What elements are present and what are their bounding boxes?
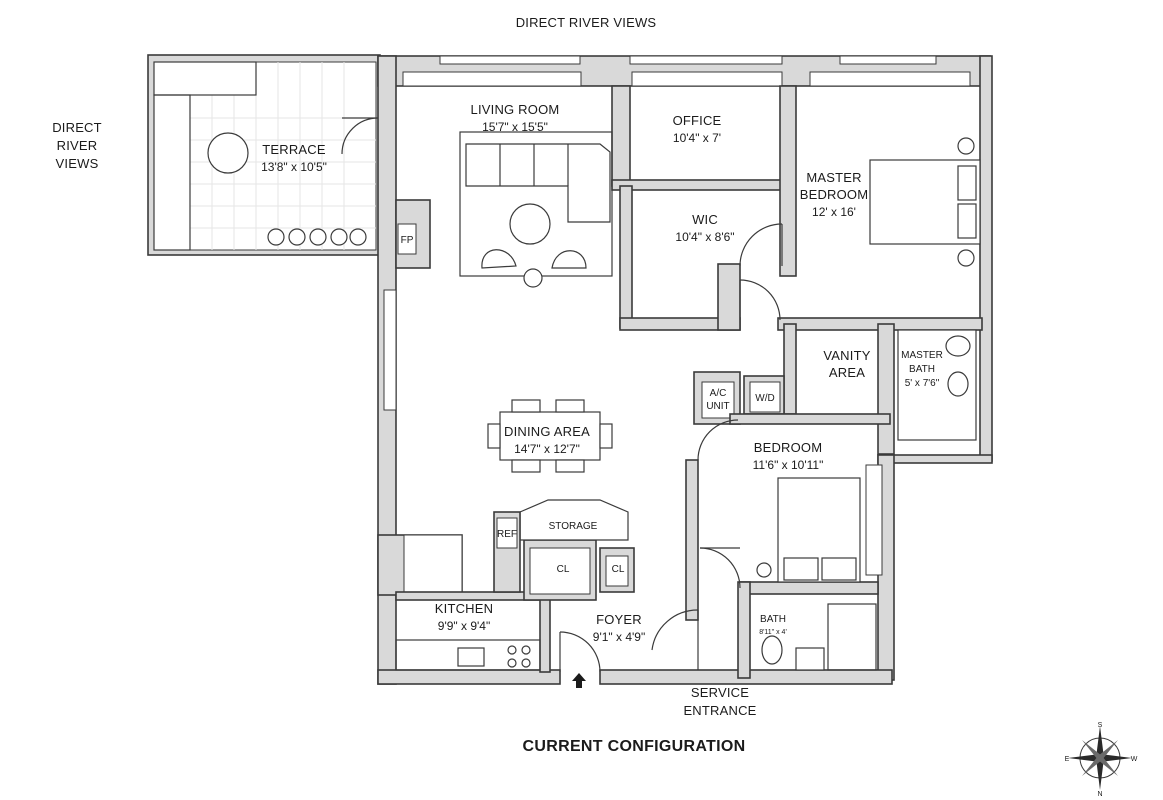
vanity-label-1: VANITY	[823, 348, 870, 363]
office-dimensions: 10'4" x 7'	[673, 131, 721, 145]
bedroom-dimensions: 11'6" x 10'11"	[753, 458, 824, 472]
living-room-dimensions: 15'7" x 15'5"	[482, 120, 548, 134]
office-label: OFFICE	[673, 113, 722, 128]
top-river-views-label: DIRECT RIVER VIEWS	[516, 15, 657, 30]
terrace-area: TERRACE 13'8" x 10'5"	[147, 54, 381, 256]
closet-label-2: CL	[612, 564, 625, 575]
coffee-table	[509, 203, 551, 245]
vanity-label-2: AREA	[829, 365, 865, 380]
master-bedroom-label-2: BEDROOM	[800, 187, 869, 202]
dining-area-dimensions: 14'7" x 12'7"	[514, 442, 580, 456]
closet-label-1: CL	[557, 564, 570, 575]
room-labels: LIVING ROOM 15'7" x 15'5" OFFICE 10'4" x…	[435, 102, 943, 644]
configuration-caption: CURRENT CONFIGURATION	[523, 738, 746, 755]
compass-west: W	[1131, 756, 1138, 763]
terrace-planters	[267, 228, 367, 246]
living-room-label: LIVING ROOM	[471, 102, 560, 117]
wic-label: WIC	[692, 212, 718, 227]
foyer-label: FOYER	[596, 612, 642, 627]
ac-unit-label-1: A/C	[710, 388, 727, 399]
washer-dryer-label: W/D	[755, 393, 774, 404]
master-bath-dimensions: 5' x 7'6"	[905, 378, 940, 389]
terrace-dimensions: 13'8" x 10'5"	[261, 160, 327, 174]
bedroom-label: BEDROOM	[754, 440, 823, 455]
compass-north: N	[1097, 791, 1102, 798]
master-bath-label-1: MASTER	[901, 350, 943, 361]
service-entrance-label-1: SERVICE	[691, 685, 749, 700]
master-bedroom-label-1: MASTER	[806, 170, 861, 185]
kitchen-fixtures	[395, 639, 541, 671]
kitchen-label: KITCHEN	[435, 601, 493, 616]
left-river-views-label-1: DIRECT	[52, 120, 102, 135]
bath-dimensions: 8'11" x 4'	[759, 629, 787, 636]
kitchen-dimensions: 9'9" x 9'4"	[438, 619, 490, 633]
compass-icon: S N E W	[1065, 722, 1138, 798]
exterior-walls: FP	[377, 55, 993, 685]
terrace-label: TERRACE	[262, 142, 326, 157]
foyer-dimensions: 9'1" x 4'9"	[593, 630, 645, 644]
dining-area-label: DINING AREA	[504, 424, 590, 439]
master-bedroom-furniture	[869, 137, 981, 267]
doors	[341, 117, 783, 673]
dining-furniture	[487, 399, 613, 473]
bath-fixtures	[761, 329, 977, 671]
storage-label: STORAGE	[549, 521, 598, 532]
living-room-furniture	[459, 131, 613, 288]
refrigerator-label: REF	[497, 529, 517, 540]
compass-east: E	[1065, 756, 1070, 763]
master-bedroom-dimensions: 12' x 16'	[812, 205, 856, 219]
bath-label: BATH	[760, 614, 786, 625]
entry-arrow-icon	[572, 673, 586, 688]
terrace-table	[207, 132, 249, 174]
left-river-views-label-2: RIVER	[57, 138, 98, 153]
compass-south: S	[1098, 722, 1103, 729]
wic-dimensions: 10'4" x 8'6"	[675, 230, 734, 244]
fireplace-label: FP	[401, 235, 414, 246]
service-entrance-label-2: ENTRANCE	[683, 703, 756, 718]
ac-unit-label-2: UNIT	[706, 401, 729, 412]
bedroom-furniture	[756, 477, 861, 583]
interior-walls	[395, 85, 983, 679]
master-bath-label-2: BATH	[909, 364, 935, 375]
left-river-views-label-3: VIEWS	[56, 156, 99, 171]
